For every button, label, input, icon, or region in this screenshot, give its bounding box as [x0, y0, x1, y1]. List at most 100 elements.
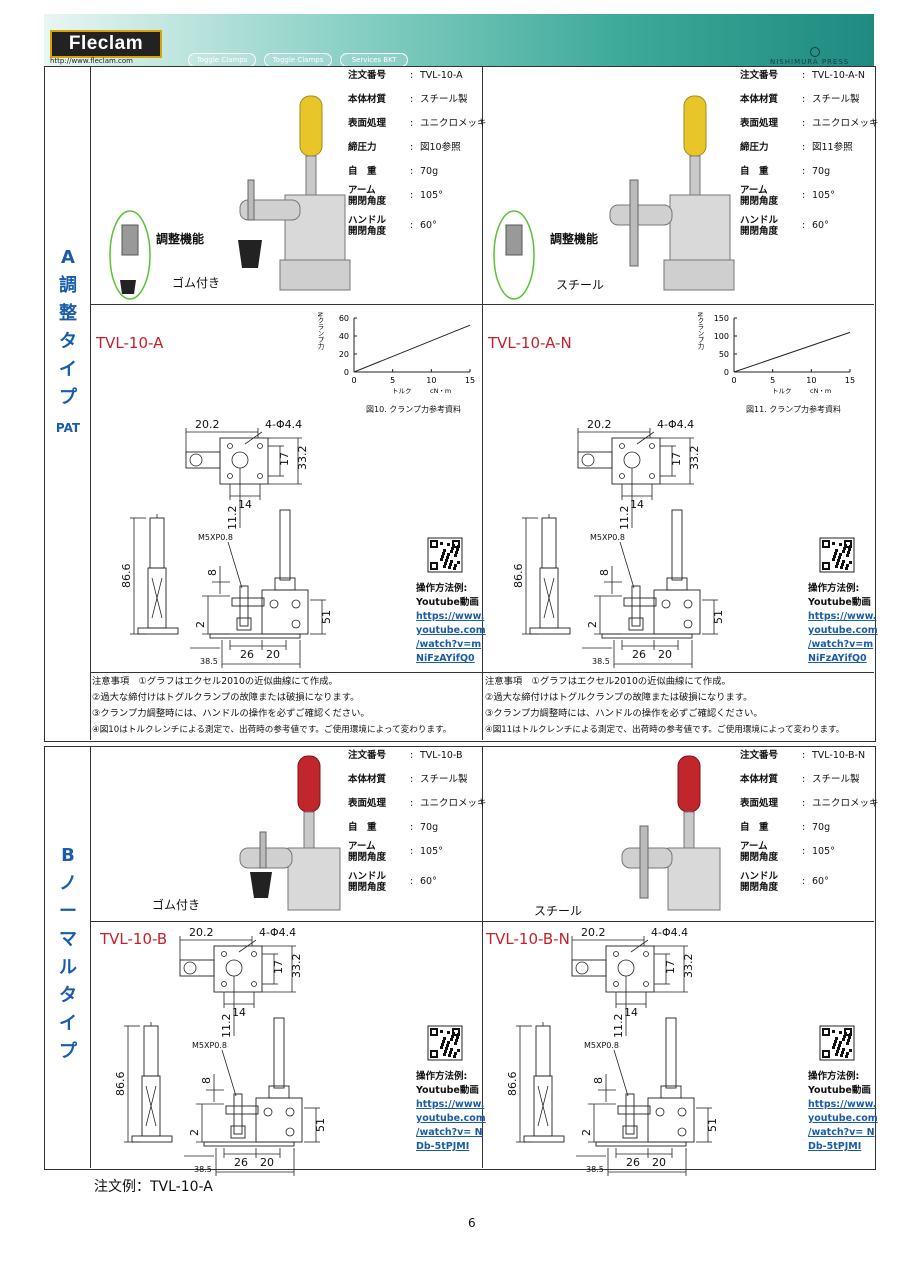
dimension-label: 8 [592, 1077, 605, 1084]
qr-code-icon[interactable] [427, 537, 463, 573]
qr-module [447, 553, 450, 556]
howto-subtitle: Youtube動画 [416, 597, 479, 608]
youtube-link[interactable]: https://www. [416, 1099, 485, 1110]
drawing-part [255, 1097, 303, 1143]
youtube-link[interactable]: youtube.com [416, 625, 486, 636]
youtube-link[interactable]: NiFzAYifQ0 [808, 653, 867, 664]
howto-title: 操作方法例: [808, 583, 860, 594]
drawing-line [630, 939, 649, 953]
qr-module [842, 1048, 845, 1051]
spec-key: アーム 開閉角度 [348, 185, 387, 207]
youtube-link[interactable]: https://www. [416, 611, 485, 622]
drawing-hole [643, 951, 649, 957]
qr-module [452, 544, 455, 547]
divider [482, 746, 483, 1168]
dimension-label: 14 [624, 1006, 638, 1019]
spec-row-weight: 自 重:70g [740, 160, 880, 184]
qr-code-icon[interactable] [427, 1025, 463, 1061]
drawing-line [145, 1085, 157, 1127]
youtube-link[interactable]: youtube.com [416, 1113, 486, 1124]
qr-module [837, 559, 840, 562]
drawing-hole [269, 599, 279, 609]
spec-colon: : [802, 774, 806, 785]
qr-module [838, 556, 841, 559]
qr-module [448, 566, 451, 569]
youtube-link[interactable]: /watch?v= N [808, 1127, 875, 1138]
youtube-link[interactable]: /watch?v=m [416, 639, 482, 650]
nav-button-2[interactable]: Toggle Clamps [264, 53, 332, 67]
tip-label-b-n: スチール [534, 904, 583, 918]
youtube-link[interactable]: Db-5tPJMI [416, 1141, 470, 1152]
spec-key: 自 重 [740, 166, 769, 177]
drawing-part [179, 959, 215, 977]
qr-module [456, 1036, 459, 1039]
youtube-link[interactable]: /watch?v=m [808, 639, 874, 650]
drawing-part [577, 451, 613, 469]
spec-value: スチール製 [420, 94, 468, 105]
spec-colon: : [802, 70, 806, 81]
drawing-hole [251, 981, 257, 987]
qr-finder-inner [824, 1030, 828, 1034]
drawing-hole [225, 959, 243, 977]
qr-module [842, 1038, 845, 1041]
drawing-hole [291, 599, 301, 609]
dimension-label: 86.6 [114, 1072, 127, 1097]
drawing-line [227, 541, 243, 589]
nav-button-1[interactable]: Toggle Clamps [188, 53, 256, 67]
dimension-label: 51 [706, 1118, 719, 1132]
spec-colon: : [410, 220, 414, 231]
spec-key: 表面処理 [348, 118, 387, 129]
drawing-hole [575, 961, 589, 975]
youtube-link[interactable]: NiFzAYifQ0 [416, 653, 475, 664]
youtube-link[interactable]: youtube.com [808, 625, 878, 636]
dimension-label: 26 [234, 1156, 248, 1169]
dimension-label: 4-Φ4.4 [657, 418, 694, 431]
spec-key: ハンドル 開閉角度 [348, 871, 387, 893]
y-tick-label: 150 [714, 314, 729, 323]
youtube-link[interactable]: /watch?v= N [416, 1127, 483, 1138]
spec-colon: : [410, 118, 414, 129]
qr-finder-inner [846, 1030, 850, 1034]
qr-module [845, 567, 848, 570]
dimension-label: 38.5 [586, 1165, 604, 1174]
dimension-label: 11.2 [220, 1014, 233, 1039]
notes-a-left: 注意事項 ①グラフはエクセル2010の近似曲線にて作成。②過大な締付けはトグルク… [92, 676, 452, 735]
spec-value: 図11参照 [812, 142, 853, 153]
qr-code-icon[interactable] [819, 1025, 855, 1061]
drawing-hole [285, 1127, 295, 1137]
qr-finder-inner [824, 564, 828, 568]
qr-module [848, 1036, 851, 1039]
qr-module [449, 563, 452, 566]
drawing-part [601, 633, 693, 639]
dimension-label: 38.5 [194, 1165, 212, 1174]
qr-module [835, 549, 838, 552]
spec-colon: : [802, 220, 806, 231]
brand-name: NISHIMURA PRESS [770, 58, 850, 66]
y-tick-label: 50 [719, 350, 729, 359]
spec-colon: : [802, 876, 806, 887]
qr-module [841, 563, 844, 566]
spec-value: 70g [420, 166, 439, 177]
x-tick-label: 15 [845, 376, 855, 385]
drawing-line [238, 939, 257, 953]
youtube-link[interactable]: https://www. [808, 1099, 877, 1110]
qr-module [448, 1054, 451, 1057]
qr-code-icon[interactable] [819, 537, 855, 573]
youtube-link[interactable]: Db-5tPJMI [808, 1141, 862, 1152]
qr-module [443, 549, 446, 552]
dimension-label: 20 [266, 648, 280, 661]
spec-row-clamp_force: 締圧力:図11参照 [740, 136, 880, 160]
tip-label-b: ゴム付き [152, 898, 201, 912]
spec-row-finish: 表面処理:ユニクロメッキ [348, 792, 488, 816]
drawing-part [653, 589, 701, 635]
spec-colon: : [802, 846, 806, 857]
drawing-hole [677, 1127, 687, 1137]
youtube-link[interactable]: youtube.com [808, 1113, 878, 1124]
spec-key: ハンドル 開閉角度 [348, 215, 387, 237]
dimension-label: 33.2 [296, 446, 309, 471]
fleclam-logo[interactable]: Fleclam [50, 30, 162, 58]
header-url[interactable]: http://www.fleclam.com [50, 57, 133, 65]
youtube-link[interactable]: https://www. [808, 611, 877, 622]
tip-label-a-n: スチール [556, 278, 605, 292]
spec-row-finish: 表面処理:ユニクロメッキ [740, 112, 880, 136]
